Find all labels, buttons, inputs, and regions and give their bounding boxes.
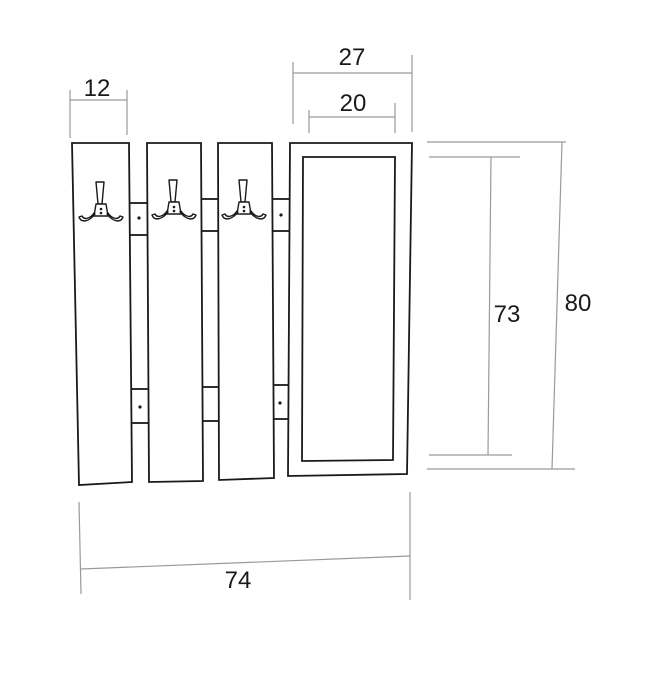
- dimension-mirror-inner-width: 20: [308, 90, 396, 133]
- screw-dot: [138, 405, 142, 409]
- hooks: [78, 179, 267, 222]
- batten-bottom-2: [201, 386, 221, 422]
- plank-3: [217, 142, 275, 481]
- dimension-inner-height: 73: [429, 156, 521, 456]
- dimension-total-height: 80: [427, 141, 592, 470]
- dimension-total-width: 74: [78, 492, 411, 600]
- screw-dot: [279, 213, 283, 217]
- mirror-panel: [287, 142, 413, 477]
- coat-hook-icon: [151, 179, 197, 220]
- label-plank-width: 12: [84, 75, 111, 102]
- mirror-glass: [301, 156, 396, 462]
- coat-hook-icon: [221, 179, 267, 220]
- plank-1: [71, 142, 133, 486]
- dimension-mirror-outer-width: 27: [292, 44, 413, 132]
- label-total-height: 80: [565, 290, 592, 317]
- label-inner-height: 73: [494, 301, 521, 328]
- planks: [71, 142, 275, 486]
- batten-top-2: [200, 198, 221, 232]
- label-total-width: 74: [225, 567, 252, 594]
- plank-2: [146, 142, 204, 483]
- coat-hook-icon: [78, 181, 124, 222]
- label-mirror-inner-width: 20: [340, 90, 367, 117]
- screw-dot: [278, 401, 282, 405]
- screw-dot: [137, 216, 141, 220]
- dimension-plank-width: 12: [69, 75, 128, 138]
- label-mirror-outer-width: 27: [339, 44, 366, 71]
